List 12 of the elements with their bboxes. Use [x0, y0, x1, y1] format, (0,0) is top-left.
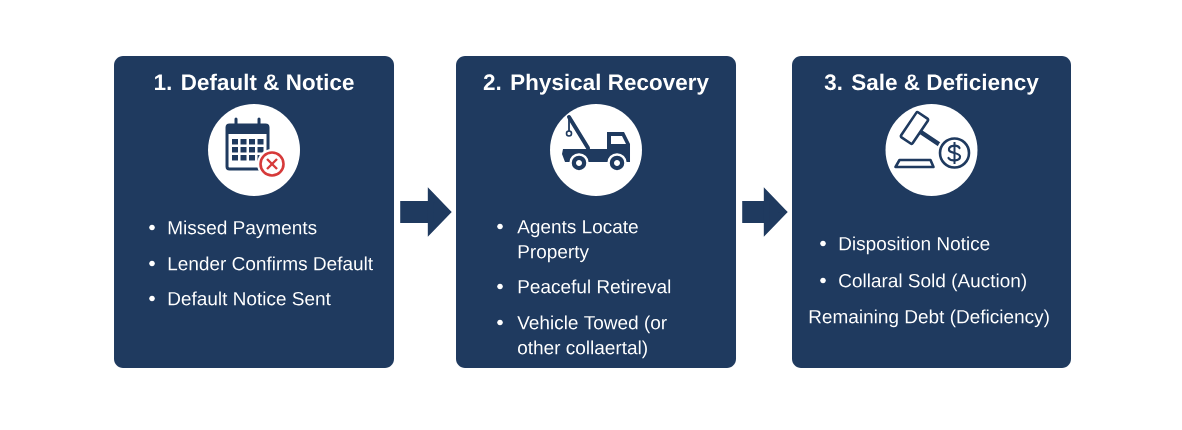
list-item: Lender Confirms Default [168, 256, 373, 271]
list-item: Disposition Notice [839, 236, 990, 255]
step-title: 1. Default & Notice [155, 73, 354, 91]
step-title: 2. Physical Recovery [483, 73, 709, 95]
list-item: Peaceful Retireval [518, 279, 671, 294]
list-item: Agents Locate Property [517, 220, 638, 263]
list-item: Default Notice Sent [168, 291, 331, 306]
list-item: Vehicle Towed (or other collaertal) [517, 315, 667, 359]
summary-text: Remaining Debt (Deficiency) [809, 309, 1049, 328]
step-title: 3. Sale & Deficiency [824, 73, 1039, 95]
list-item: Missed Payments [168, 220, 317, 239]
list-item: Collaral Sold (Auction) [839, 273, 1026, 292]
